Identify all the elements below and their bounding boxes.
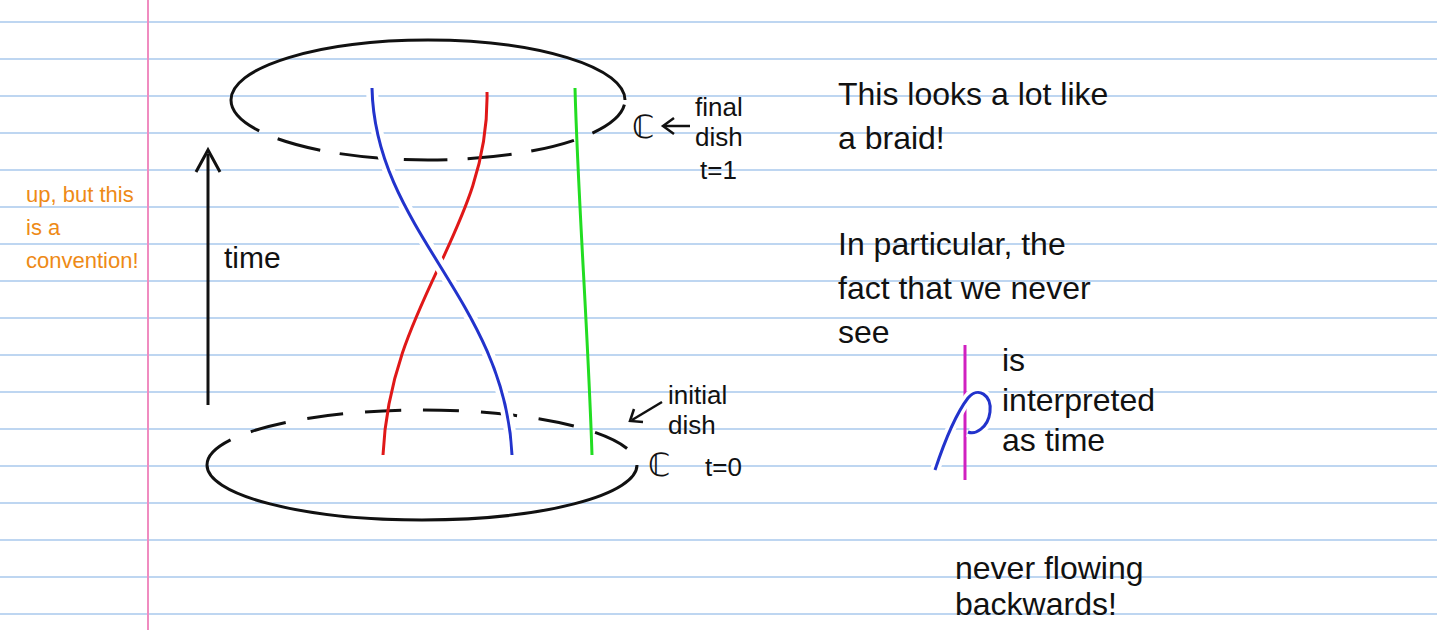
notebook-rule xyxy=(0,576,1437,578)
notebook-rule xyxy=(0,206,1437,208)
note-text: In particular, the fact that we never se… xyxy=(838,222,1123,354)
notebook-rule xyxy=(0,613,1437,615)
notebook-rule xyxy=(0,243,1437,245)
dish-symbol: ℂ xyxy=(648,446,670,484)
leader-arrowhead xyxy=(630,409,643,422)
blue-strand xyxy=(372,88,512,455)
notebook-rule xyxy=(0,354,1437,356)
margin-line xyxy=(147,0,149,630)
notebook-rule xyxy=(0,317,1437,319)
notebook-rule xyxy=(0,539,1437,541)
dish-symbol: ℂ xyxy=(632,108,654,146)
final-dish-front xyxy=(231,100,625,160)
time-arrowhead xyxy=(196,150,220,172)
notebook-rule xyxy=(0,58,1437,60)
time-value: t=1 xyxy=(700,155,737,185)
note-text: This looks a lot like a braid! xyxy=(838,72,1123,160)
blue-strand-halo xyxy=(372,88,512,455)
leader-arrowhead xyxy=(663,118,674,134)
red-strand xyxy=(383,92,487,455)
green-strand xyxy=(575,88,592,455)
notebook-rules xyxy=(0,22,1437,614)
axis-label: time xyxy=(224,240,281,276)
notebook-rule xyxy=(0,21,1437,23)
dish-label: initial dish xyxy=(668,380,750,440)
notebook-rule xyxy=(0,502,1437,504)
time-arrow xyxy=(207,154,210,405)
notebook-rule xyxy=(0,428,1437,430)
blue-hook-halo xyxy=(935,393,990,470)
leader-arrow xyxy=(632,402,662,420)
leader-arrow xyxy=(664,125,690,128)
blue-hook xyxy=(935,393,990,470)
note-text: never flowing backwards! xyxy=(955,550,1155,622)
dish-label: final dish xyxy=(695,92,767,152)
note-text: is interpreted as time xyxy=(1002,340,1162,460)
notebook-rule xyxy=(0,280,1437,282)
final-dish-back xyxy=(231,40,625,100)
time-value: t=0 xyxy=(705,452,742,482)
margin-note: up, but this is a convention! xyxy=(26,178,142,277)
initial-dish-front xyxy=(207,465,637,520)
initial-dish-back xyxy=(207,410,637,465)
